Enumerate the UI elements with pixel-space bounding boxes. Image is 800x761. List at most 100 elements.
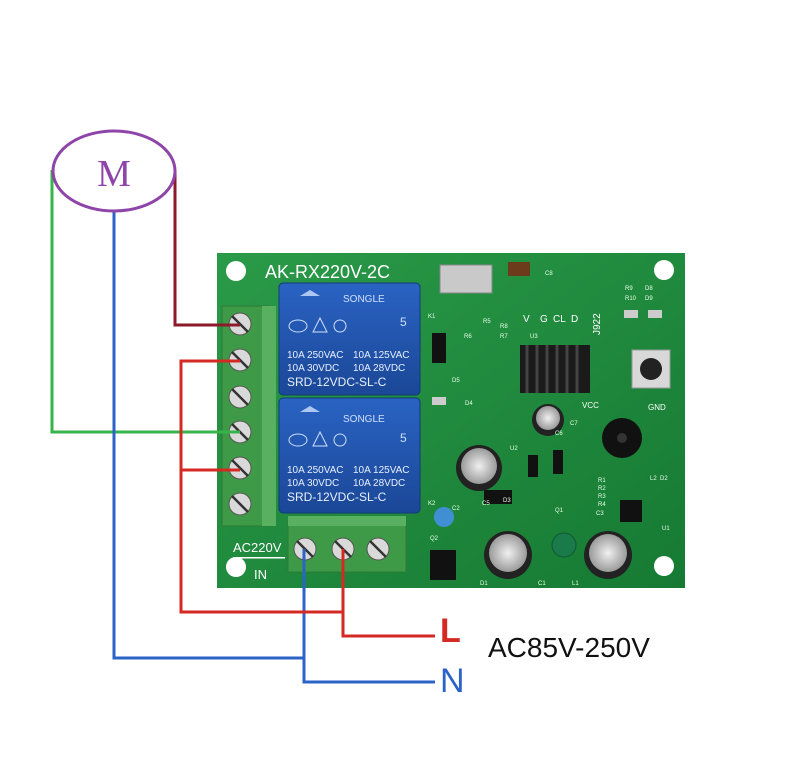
ic-chip xyxy=(620,500,642,522)
silkscreen-label: R10 xyxy=(625,296,637,302)
vcc-label: VCC xyxy=(582,401,599,410)
relay-rating: 10A 125VAC xyxy=(353,465,410,476)
relay-rating: 10A 250VAC xyxy=(287,350,344,361)
mounting-hole xyxy=(654,556,674,576)
gnd-label: GND xyxy=(648,403,666,412)
wire-motor-to-terminal-4 xyxy=(50,170,240,434)
wire-live-input xyxy=(341,549,435,638)
pin-label: G xyxy=(540,314,548,325)
input-label-top: AC220V xyxy=(233,540,282,555)
wire-common-live xyxy=(179,359,343,614)
motor-outline xyxy=(51,129,177,213)
motor: M xyxy=(51,129,177,213)
output-terminal-block xyxy=(221,305,276,527)
silkscreen-label: U1 xyxy=(662,526,670,532)
receiver-circuit: V G CL D J922 VCC GND C8 R9 R10 D8 D9 K1… xyxy=(428,262,671,587)
silkscreen-label: C1 xyxy=(538,581,546,587)
wire-motor-to-neutral xyxy=(112,212,304,660)
motor-label: M xyxy=(97,153,131,195)
antenna-coil xyxy=(520,345,590,393)
neutral-label: N xyxy=(440,662,465,700)
silkscreen-label: C3 xyxy=(596,511,604,517)
relay-2: SONGLE 5 10A 250VAC 10A 125VAC 10A 30VDC… xyxy=(278,397,421,514)
mounting-hole xyxy=(226,261,246,281)
silkscreen-label: R2 xyxy=(598,486,606,492)
ceramic-capacitor xyxy=(434,507,454,527)
led xyxy=(624,310,638,318)
voltage-label: AC85V-250V xyxy=(488,632,650,663)
relay-brand: SONGLE xyxy=(343,294,385,305)
led xyxy=(648,310,662,318)
silkscreen-label: C5 xyxy=(482,501,490,507)
silkscreen-label: Q1 xyxy=(555,508,564,514)
silkscreen-label: R1 xyxy=(598,478,606,484)
silkscreen-label: Q2 xyxy=(430,536,439,542)
input-label-bottom: IN xyxy=(254,567,267,582)
pin-label: CL xyxy=(553,314,566,325)
relay-rating: 10A 28VDC xyxy=(353,363,405,374)
crystal-oscillator xyxy=(439,264,493,294)
pin-label: V xyxy=(523,314,530,325)
terminal-screw xyxy=(228,456,252,480)
antenna-label: J922 xyxy=(592,313,603,335)
wires xyxy=(50,170,435,684)
capacitor xyxy=(584,531,632,579)
relay-rating: 10A 28VDC xyxy=(353,478,405,489)
diode xyxy=(432,333,446,363)
silkscreen-label: L1 xyxy=(572,581,579,587)
live-label: L xyxy=(440,612,461,650)
silkscreen-label: C8 xyxy=(545,271,553,277)
relay-pin-number: 5 xyxy=(400,315,407,329)
relay-model: SRD-12VDC-SL-C xyxy=(287,375,387,389)
silkscreen-label: D1 xyxy=(480,581,488,587)
wire-motor-to-terminal-1 xyxy=(173,170,240,327)
capacitor xyxy=(456,445,502,491)
board-model-label: AK-RX220V-2C xyxy=(265,262,390,282)
silkscreen-label: C7 xyxy=(570,421,578,427)
wire-neutral-input xyxy=(302,549,435,684)
silkscreen-label: U2 xyxy=(510,446,518,452)
mounting-hole xyxy=(226,557,246,577)
silkscreen-label: C2 xyxy=(452,506,460,512)
silkscreen-label: R7 xyxy=(500,334,508,340)
relay-model: SRD-12VDC-SL-C xyxy=(287,490,387,504)
terminal-screw xyxy=(228,385,252,409)
silkscreen-label: R8 xyxy=(500,324,508,330)
silkscreen-label: C6 xyxy=(555,431,563,437)
silkscreen-label: R3 xyxy=(598,494,606,500)
silkscreen-label: D5 xyxy=(452,378,460,384)
relay-1: SONGLE 5 10A 250VAC 10A 125VAC 10A 30VDC… xyxy=(278,282,421,396)
smd-part xyxy=(508,262,530,276)
silkscreen-label: L2 xyxy=(650,476,657,482)
silkscreen-label: D4 xyxy=(465,401,473,407)
pin-label: D xyxy=(571,314,578,325)
capacitor xyxy=(532,404,564,436)
push-button-cap xyxy=(640,358,662,380)
regulator xyxy=(430,550,456,580)
relay-brand: SONGLE xyxy=(343,414,385,425)
silkscreen-label: D2 xyxy=(660,476,668,482)
terminal-screw xyxy=(366,537,390,561)
silkscreen-label: R5 xyxy=(483,319,491,325)
relay-rating: 10A 30VDC xyxy=(287,478,339,489)
inductor xyxy=(551,532,577,558)
silkscreen-label: D8 xyxy=(645,286,653,292)
relay-rating: 10A 30VDC xyxy=(287,363,339,374)
diode xyxy=(484,490,512,504)
silkscreen-label: R4 xyxy=(598,502,606,508)
silkscreen-label: D9 xyxy=(645,296,653,302)
relay-rating: 10A 250VAC xyxy=(287,465,344,476)
silkscreen-label: K1 xyxy=(428,314,436,320)
capacitor xyxy=(484,531,532,579)
silkscreen-label: U3 xyxy=(530,334,538,340)
silkscreen-label: K2 xyxy=(428,501,436,507)
led xyxy=(432,397,446,405)
relay-pin-number: 5 xyxy=(400,431,407,445)
relay-rating: 10A 125VAC xyxy=(353,350,410,361)
mounting-hole xyxy=(654,260,674,280)
silkscreen-label: D3 xyxy=(503,498,511,504)
silkscreen-label: R9 xyxy=(625,286,633,292)
pcb-board: AK-RX220V-2C AC220V IN SONGLE 5 10A 250V… xyxy=(217,253,685,588)
silkscreen-label: R6 xyxy=(464,334,472,340)
